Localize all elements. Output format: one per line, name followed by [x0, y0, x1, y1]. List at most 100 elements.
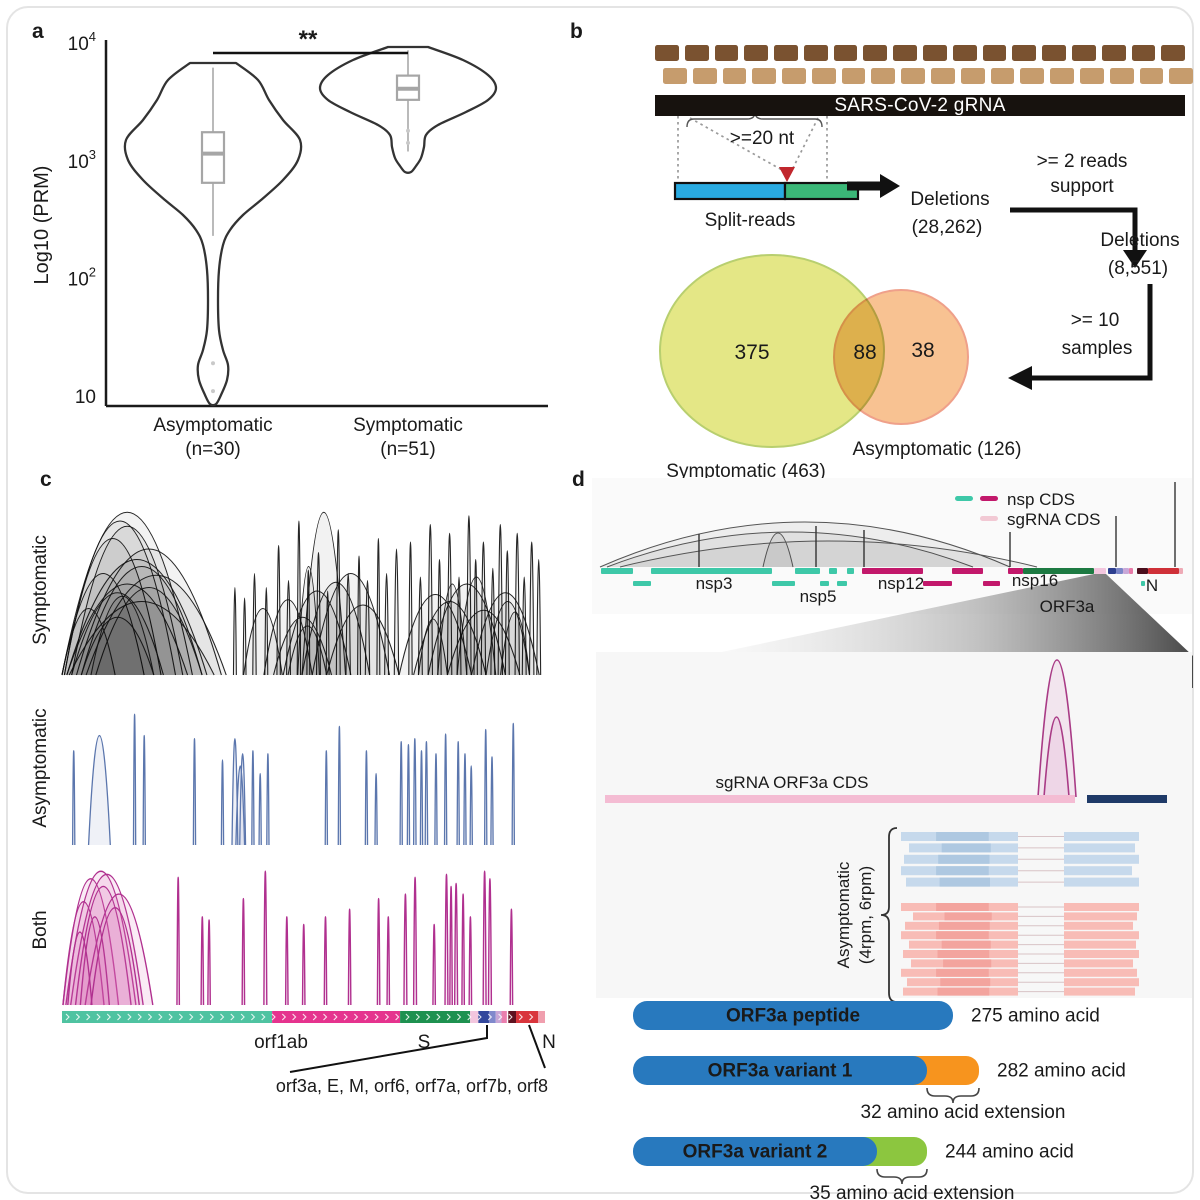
- gene-label-n: N: [1146, 576, 1158, 595]
- both-deletion-arc: [67, 931, 93, 1006]
- symptomatic-deletion-arc: [364, 579, 371, 676]
- cds-segment-pink: [1129, 568, 1133, 574]
- symptomatic-deletion-arc: [408, 541, 413, 676]
- deletions2-label: Deletions: [1100, 230, 1179, 251]
- read-right: [1064, 912, 1137, 921]
- symptomatic-deletion-arc: [456, 576, 497, 676]
- genome-segment: [488, 1011, 496, 1023]
- legend-label: sgRNA CDS: [1007, 510, 1101, 529]
- symptomatic-deletion-arc: [497, 524, 504, 676]
- symptomatic-deletion-arc: [437, 583, 468, 676]
- asymptomatic-deletion-arc: [132, 714, 137, 846]
- both-deletion-arc: [432, 924, 437, 1006]
- both-deletion-arc: [468, 916, 473, 1006]
- strand-chevron-icon: [426, 1013, 431, 1021]
- strand-chevron-icon: [292, 1013, 297, 1021]
- genome-segment: [495, 1011, 502, 1023]
- gRNA-fragment: [744, 45, 769, 61]
- cds-segment-green: [1023, 568, 1094, 574]
- sgRNA-orf3a-cds-bar: [605, 795, 1075, 803]
- accessory-orf-leader-line: [289, 1025, 488, 1073]
- cds-segment-teal: [837, 581, 847, 586]
- filter1-line1: >= 2 reads: [1037, 151, 1128, 172]
- read-shade: [936, 866, 989, 876]
- funnel-diag-right: [791, 117, 819, 171]
- read-shade: [937, 950, 990, 958]
- gRNA-fragment: [1079, 68, 1104, 84]
- read-shade: [938, 854, 990, 864]
- arrow-right-icon: [880, 174, 900, 198]
- significance-stars: **: [299, 26, 318, 53]
- reads-brace: [880, 827, 898, 1003]
- asymptomatic-deletion-arc: [220, 759, 225, 846]
- gRNA-fragment: [1169, 68, 1194, 84]
- symptomatic-deletion-arc: [490, 568, 496, 676]
- strand-chevron-icon: [405, 1013, 410, 1021]
- genome-segment: [62, 1011, 273, 1023]
- both-deletion-arc: [176, 876, 181, 1006]
- gRNA-fragment: [1101, 45, 1126, 61]
- both-deletion-arc: [403, 893, 408, 1006]
- asymptomatic-deletion-arc: [483, 728, 488, 846]
- gene-label-nsp3: nsp3: [696, 574, 733, 593]
- both-deletion-arc: [444, 873, 449, 1006]
- strand-chevron-icon: [158, 1013, 163, 1021]
- read-right: [1064, 987, 1135, 996]
- symptomatic-deletion-arc: [427, 524, 434, 676]
- strand-chevron-icon: [209, 1013, 214, 1021]
- both-deletion-arc: [412, 876, 418, 1006]
- gRNA-fragment: [655, 45, 679, 61]
- y-tick-label: 10: [75, 387, 96, 408]
- both-deletion-arc: [487, 878, 493, 1006]
- genome-segment: [478, 1011, 489, 1023]
- strand-chevron-icon: [271, 1013, 276, 1021]
- strand-chevron-icon: [312, 1013, 317, 1021]
- strand-chevron-icon: [457, 1013, 462, 1021]
- cds-segment-teal: [633, 581, 651, 586]
- genome-segment: [516, 1011, 539, 1023]
- gRNA-fragment: [982, 45, 1007, 61]
- arrow-down-icon: [1123, 250, 1147, 268]
- symptomatic-deletion-arc: [252, 573, 257, 676]
- strand-chevron-icon: [518, 1013, 523, 1021]
- strand-chevron-icon: [487, 1013, 493, 1021]
- split-reads-label: Split-reads: [705, 210, 796, 231]
- strand-chevron-icon: [230, 1013, 235, 1021]
- asymptomatic-deletion-arc: [511, 723, 516, 846]
- read-right: [1064, 843, 1135, 853]
- orf3a-bar: [633, 1001, 953, 1030]
- read-right: [1064, 931, 1139, 940]
- asymptomatic-deletion-arc: [258, 772, 262, 846]
- both-deletion-arc: [461, 893, 466, 1006]
- strand-chevron-icon: [137, 1013, 142, 1021]
- asymptomatic-deletion-arc: [412, 738, 417, 846]
- read-right: [1064, 832, 1139, 841]
- symptomatic-deletion-arc: [85, 574, 227, 676]
- box: [200, 131, 226, 184]
- symptomatic-deletion-arc: [297, 565, 320, 676]
- gRNA-fragment: [684, 45, 709, 61]
- asymptomatic-deletion-arc: [324, 750, 329, 846]
- cds-segment-lightpink: [1094, 568, 1106, 574]
- symptomatic-deletion-arc: [242, 597, 247, 676]
- gene-label-orf3a: ORF3a: [1040, 597, 1095, 616]
- orf3a-bar-label: ORF3a peptide: [726, 1006, 860, 1027]
- symptomatic-deletion-arc: [66, 558, 208, 676]
- outlier-dot: [406, 128, 410, 133]
- gene-label-nsp5: nsp5: [800, 587, 837, 606]
- both-deletion-arc: [449, 885, 453, 1006]
- y-tick-label: 103: [68, 147, 96, 173]
- gRNA-fragment: [752, 68, 777, 84]
- panel-a-label: a: [32, 20, 44, 43]
- cds-segment-teal: [795, 568, 820, 574]
- panel-d-label: d: [572, 468, 585, 491]
- asymptomatic-deletion-arc: [374, 772, 378, 846]
- asymptomatic-deletion-arc: [456, 741, 460, 846]
- symptomatic-deletion-arc: [480, 541, 487, 676]
- read-shade: [941, 843, 991, 853]
- strand-chevron-icon: [281, 1013, 287, 1021]
- gRNA-fragment-row: [663, 68, 1194, 84]
- both-deletion-arc: [376, 898, 381, 1006]
